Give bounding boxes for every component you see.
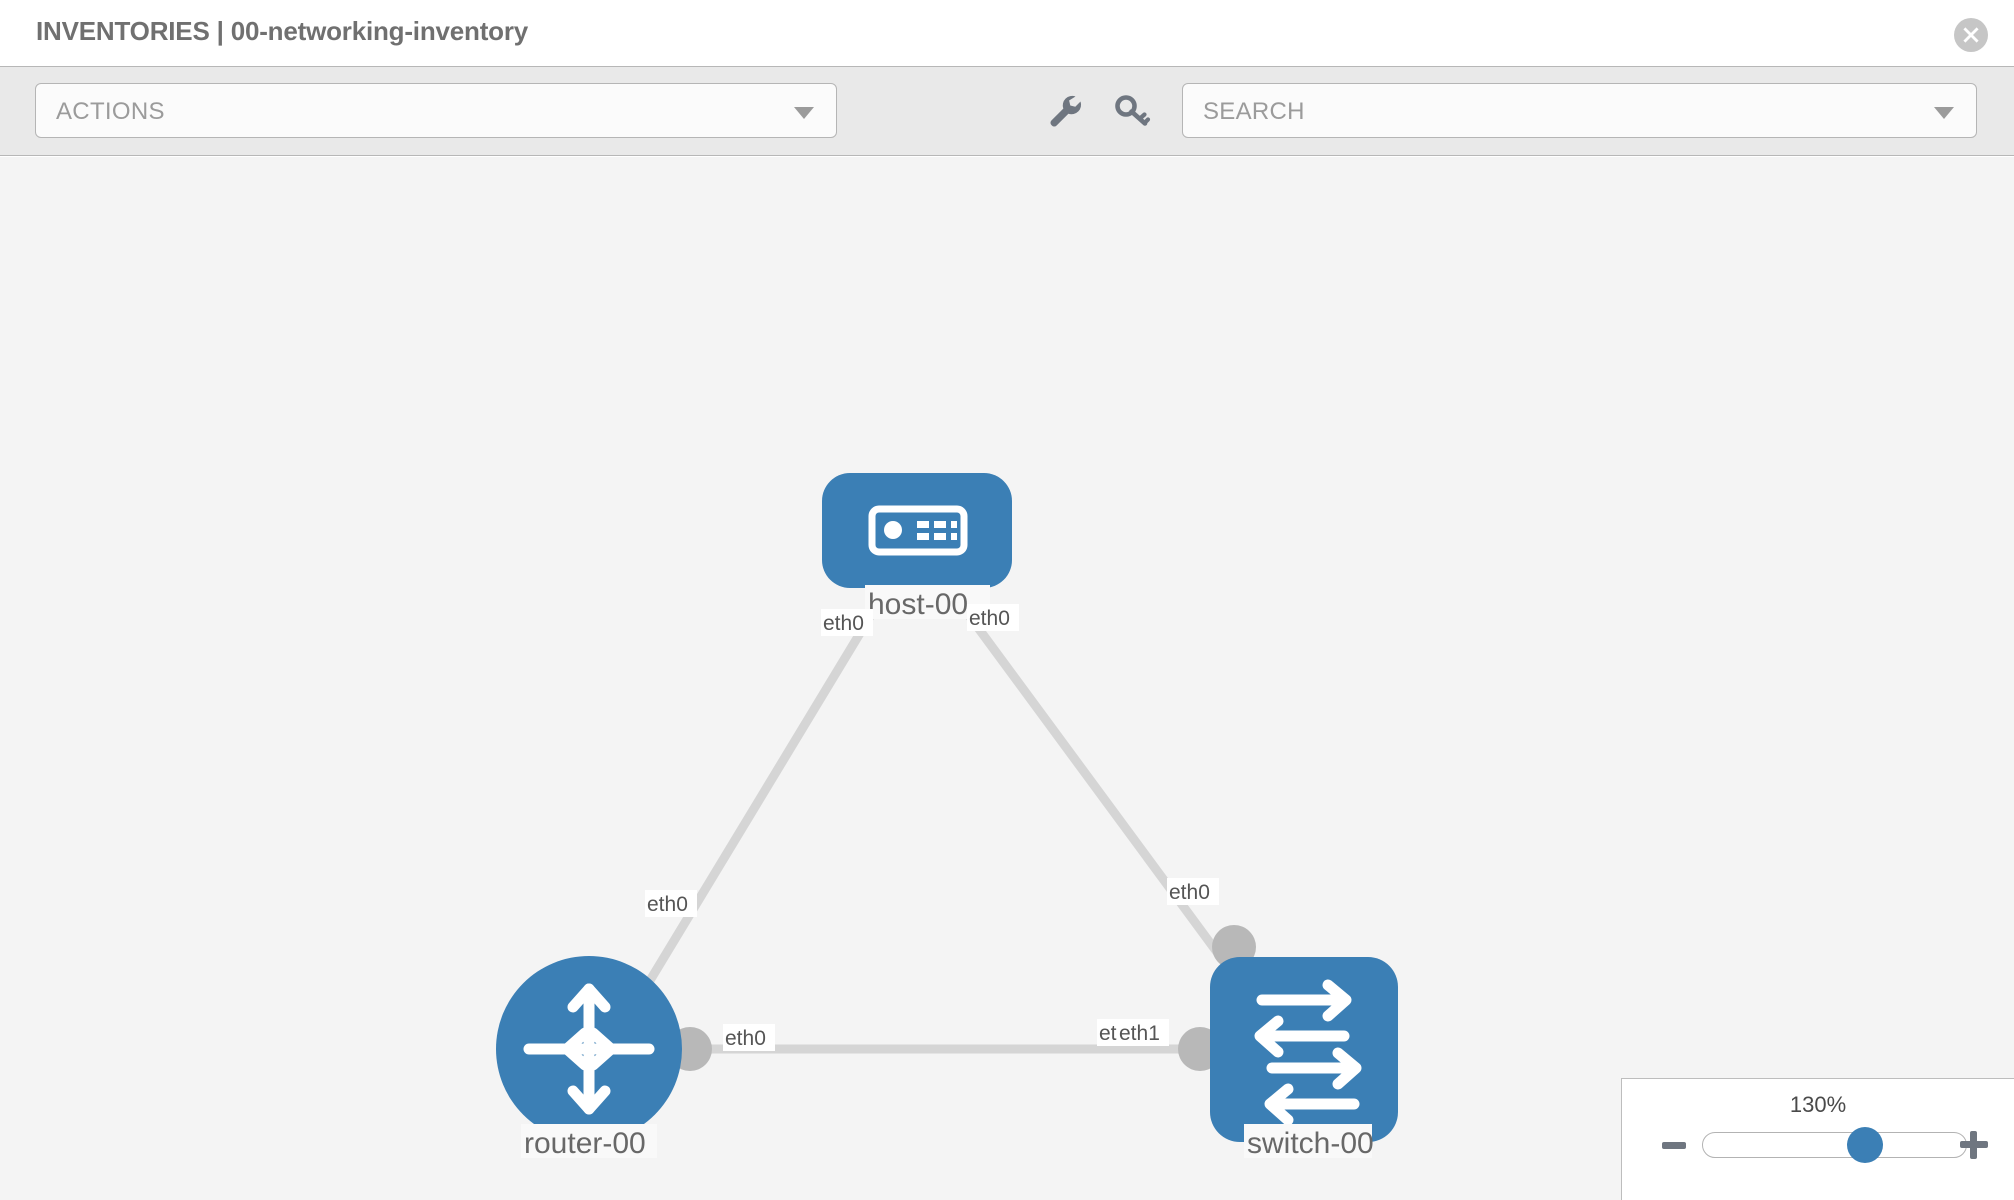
interface-label: eth0 [821, 609, 873, 636]
chevron-down-icon [794, 107, 814, 119]
node-switch-00-label: switch-00 [1247, 1127, 1374, 1160]
zoom-slider[interactable] [1702, 1127, 1967, 1163]
svg-text:eth0: eth0 [1169, 881, 1210, 904]
toolbar: ACTIONS SEARCH [0, 67, 2014, 156]
page-header: INVENTORIES | 00-networking-inventory [0, 0, 2014, 67]
topology-connectors [668, 567, 1256, 1071]
zoom-control-panel: 130% [1621, 1078, 2014, 1200]
svg-text:eth0: eth0 [647, 893, 688, 916]
actions-dropdown[interactable]: ACTIONS [35, 83, 837, 138]
router-arrows-icon [523, 983, 655, 1115]
search-input[interactable]: SEARCH [1182, 83, 1977, 138]
interface-label: eth0 [1167, 878, 1219, 905]
node-router-00-label: router-00 [524, 1127, 646, 1160]
switch-arrows-icon [1254, 979, 1362, 1126]
node-switch-00-shape [1210, 957, 1398, 1142]
svg-text:eth1: eth1 [1119, 1022, 1160, 1045]
minus-icon[interactable] [1662, 1142, 1686, 1149]
plus-icon[interactable] [1960, 1131, 1988, 1159]
node-host-00: host-00 [822, 473, 1012, 621]
interface-label: eth0 [645, 890, 697, 917]
actions-dropdown-label: ACTIONS [56, 98, 165, 125]
chevron-down-icon [1934, 107, 1954, 119]
search-placeholder: SEARCH [1203, 98, 1305, 125]
link-host-switch [944, 584, 1254, 1000]
svg-text:eth0: eth0 [969, 607, 1010, 630]
svg-text:eth0: eth0 [725, 1027, 766, 1050]
node-host-00-shape [822, 473, 1012, 588]
interface-label: eth1 [1117, 1019, 1169, 1046]
close-icon[interactable] [1954, 18, 1988, 52]
topology-canvas[interactable]: host-00 router-00 [0, 157, 2014, 1200]
svg-text:eth0: eth0 [823, 612, 864, 635]
key-icon[interactable] [1110, 89, 1154, 133]
link-host-router [636, 584, 892, 1000]
page-title: INVENTORIES | 00-networking-inventory [36, 16, 529, 46]
zoom-slider-thumb[interactable] [1847, 1127, 1883, 1163]
node-switch-00: switch-00 [1210, 957, 1398, 1160]
interface-labels: eth0 eth0 eth0 eth0 eth0 [645, 604, 1219, 1051]
zoom-level-label: 130% [1789, 1092, 1847, 1117]
node-router-00: router-00 [496, 956, 682, 1160]
interface-label: eth0 [967, 604, 1019, 631]
topology-links [636, 584, 1254, 1054]
interface-label: eth0 [723, 1024, 775, 1051]
node-host-00-label: host-00 [868, 588, 968, 621]
server-icon [868, 505, 968, 556]
wrench-icon[interactable] [1042, 89, 1086, 133]
